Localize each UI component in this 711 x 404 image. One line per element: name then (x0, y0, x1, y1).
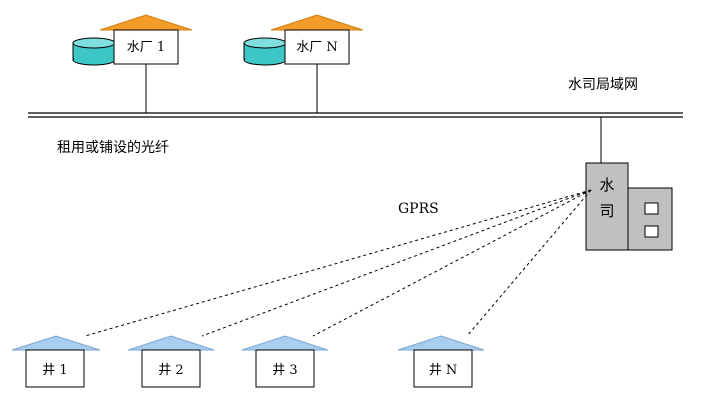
window-icon (644, 225, 659, 238)
company-label-2: 司 (599, 202, 614, 220)
water-tank-icon (72, 37, 116, 66)
fiber-label: 租用或铺设的光纤 (57, 140, 169, 156)
well-house-icon (397, 335, 485, 388)
plant-1: 水厂 1 (72, 14, 193, 66)
gprs-link-well-3 (312, 189, 592, 337)
plant-n-label: 水厂 N (296, 40, 338, 55)
well-n-label: 井 N (429, 363, 458, 378)
well-1: 井 1 (11, 335, 101, 388)
gprs-link-well-1 (84, 189, 592, 337)
well-house-icon (241, 335, 329, 388)
well-3-label: 井 3 (272, 363, 297, 378)
company-network-label: 水司局域网 (568, 77, 638, 93)
company-label-1: 水 (599, 176, 614, 194)
gprs-link-well-n (466, 189, 592, 337)
well-house-icon (11, 335, 101, 388)
well-1-label: 井 1 (42, 363, 67, 378)
well-2: 井 2 (127, 335, 215, 388)
well-3: 井 3 (241, 335, 329, 388)
plant-1-label: 水厂 1 (127, 40, 165, 55)
well-2-label: 井 2 (158, 363, 183, 378)
well-n: 井 N (397, 335, 485, 388)
fiber-backbone (28, 112, 683, 118)
water-plant-icon (99, 14, 193, 65)
water-company-building-icon: 水 司 (585, 162, 673, 251)
water-plant-icon (270, 14, 364, 65)
gprs-links (84, 189, 592, 337)
water-tank-icon (243, 37, 287, 66)
window-icon (644, 202, 659, 215)
gprs-link-well-2 (201, 189, 592, 337)
plant-n: 水厂 N (243, 14, 364, 66)
gprs-label: GPRS (398, 201, 439, 217)
well-house-icon (127, 335, 215, 388)
